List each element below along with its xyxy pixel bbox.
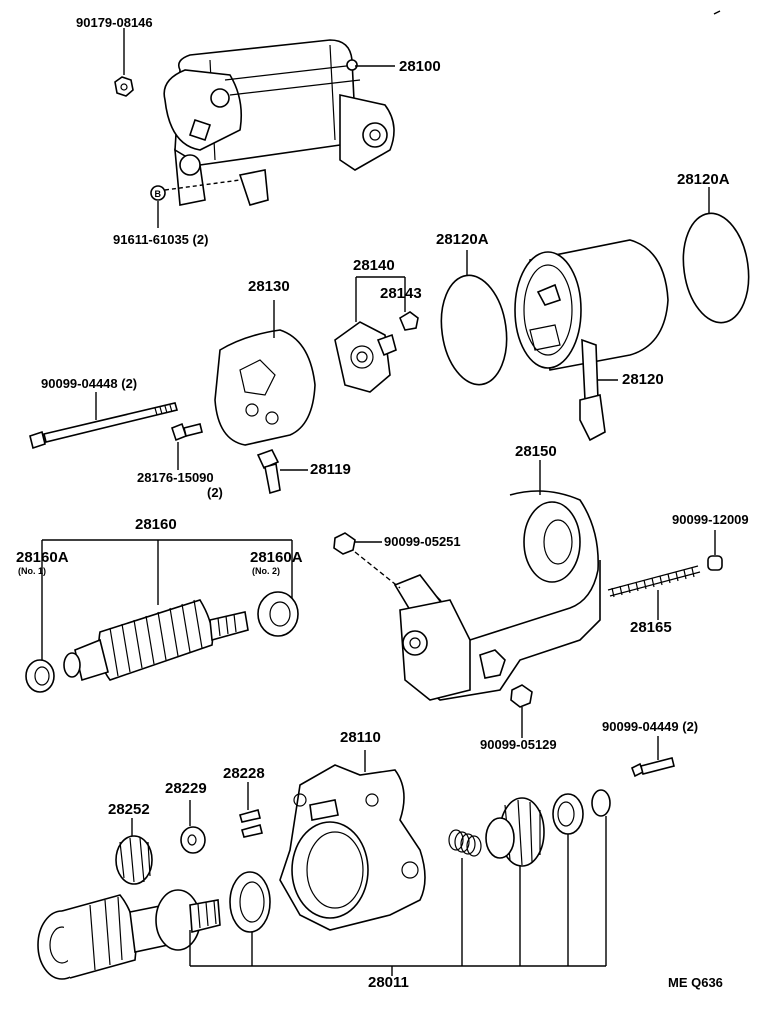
small-spring [448,829,482,857]
label-28176-15090-qty: (2) [207,485,223,500]
label-90099-12009: 90099-12009 [672,512,749,527]
part-28119 [256,449,308,495]
bolt-91611-61035: B [150,179,241,228]
label-90099-05129: 90099-05129 [480,737,557,752]
pinion-gear [485,797,545,867]
part-28229 [180,826,206,854]
label-28176-15090: 28176-15090 [137,470,214,485]
spring-28165 [607,565,701,620]
label-28120: 28120 [622,371,664,388]
retaining-ring [591,789,611,817]
label-28160a-no1-sub: (No. 1) [18,566,46,576]
housing-28110 [279,750,426,931]
label-28252: 28252 [108,801,150,818]
label-90099-05251: 90099-05251 [384,534,461,549]
label-28100: 28100 [399,58,441,75]
label-28110: 28110 [340,729,381,746]
label-28160a-no2-sub: (No. 2) [252,566,280,576]
bearing-28160a-no1 [25,659,55,693]
bearing-28160a-no2 [257,591,299,637]
drawing-code: ME Q636 [668,975,723,990]
label-28120a-right: 28120A [677,171,730,188]
nut-90099-05251 [333,532,356,555]
bolt-90099-04449 [630,736,675,778]
label-28229: 28229 [165,780,207,797]
gear-28252 [115,818,153,885]
label-28150: 28150 [515,443,557,460]
label-28160a-no2: 28160A [250,549,303,566]
thru-bolt-90099-04448 [29,392,178,450]
label-28119: 28119 [310,461,351,478]
label-91611-61035: 91611-61035 (2) [113,232,209,247]
bracket-28011 [189,816,607,976]
label-28140: 28140 [353,257,395,274]
yoke-28120 [514,239,669,442]
armature-28160 [41,539,293,682]
brush-holder-28140 [334,276,419,393]
label-28120a-left: 28120A [436,231,489,248]
label-28160a-no1: 28160A [16,549,69,566]
housing-28150 [354,460,601,701]
label-28228: 28228 [223,765,265,782]
label-28011: 28011 [368,974,409,991]
label-28130: 28130 [248,278,290,295]
label-90179-08146: 90179-08146 [76,15,153,30]
clutch-assembly [37,889,221,980]
label-90099-04449: 90099-04449 (2) [602,719,699,734]
screw-28176-15090 [171,422,203,470]
label-28143: 28143 [380,285,422,302]
nut-90099-05129 [510,684,533,708]
nut-90179-08146 [114,28,134,97]
part-28228 [239,782,263,838]
svg-text:B: B [155,189,162,199]
starter-assembly [163,39,395,206]
end-frame-28130 [214,300,316,446]
ball-90099-12009 [707,555,723,571]
label-28165: 28165 [630,619,672,636]
label-90099-04448: 90099-04448 (2) [41,376,138,391]
label-28160: 28160 [135,516,177,533]
